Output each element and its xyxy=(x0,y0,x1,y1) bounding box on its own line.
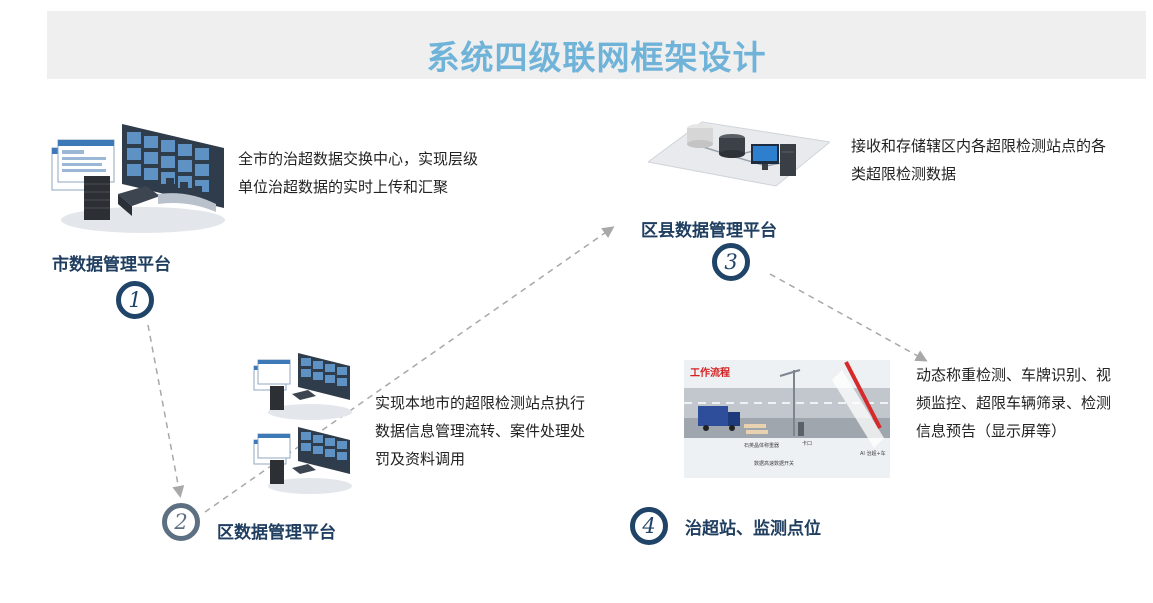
arrow-3-to-4 xyxy=(769,273,928,362)
arrow-1-to-2 xyxy=(147,324,185,498)
workflow-label-checkpoint: 卡口 xyxy=(802,441,813,447)
workflow-image: 工作流程 石英晶体称重器 卡口 数据高速数据开关 AI 治超+车 xyxy=(684,360,890,510)
node-2-description: 实现本地市的超限检测站点执行 数据信息管理流转、案件处理处 罚及资料调用 xyxy=(375,394,586,468)
city-control-room-illustration xyxy=(51,124,225,233)
node-3-label: 区县数据管理平台 xyxy=(641,221,777,241)
county-server-illustration xyxy=(648,121,830,187)
district-control-room-illustration-top xyxy=(253,353,352,420)
node-2-number-circle: 2 xyxy=(162,503,200,541)
workflow-label-scale: 石英晶体称重器 xyxy=(744,443,780,449)
node-2-label: 区数据管理平台 xyxy=(217,523,336,543)
node-1-label: 市数据管理平台 xyxy=(52,255,171,275)
district-control-room-illustration-bottom xyxy=(253,427,352,494)
workflow-heading: 工作流程 xyxy=(690,368,730,379)
node-4-label: 治超站、监测点位 xyxy=(685,519,821,539)
node-3-number-circle: 3 xyxy=(712,243,750,281)
node-1-description: 全市的治超数据交换中心，实现层级 单位治超数据的实时上传和汇聚 xyxy=(238,150,479,196)
workflow-label-ai: AI 治超+车 xyxy=(860,451,886,457)
workflow-label-switch: 数据高速数据开关 xyxy=(754,461,795,467)
node-1-number-circle: 1 xyxy=(116,281,154,319)
title-bar: 系统四级联网框架设计 xyxy=(47,11,1146,79)
page-title: 系统四级联网框架设计 xyxy=(426,38,767,77)
node-4-number-circle: 4 xyxy=(630,507,668,545)
node-4-description: 动态称重检测、车牌识别、视 频监控、超限车辆筛录、检测 信息预告（显示屏等） xyxy=(916,366,1112,440)
node-3-description: 接收和存储辖区内各超限检测站点的各 类超限检测数据 xyxy=(851,137,1107,183)
workflow-road-graphic xyxy=(684,361,890,510)
